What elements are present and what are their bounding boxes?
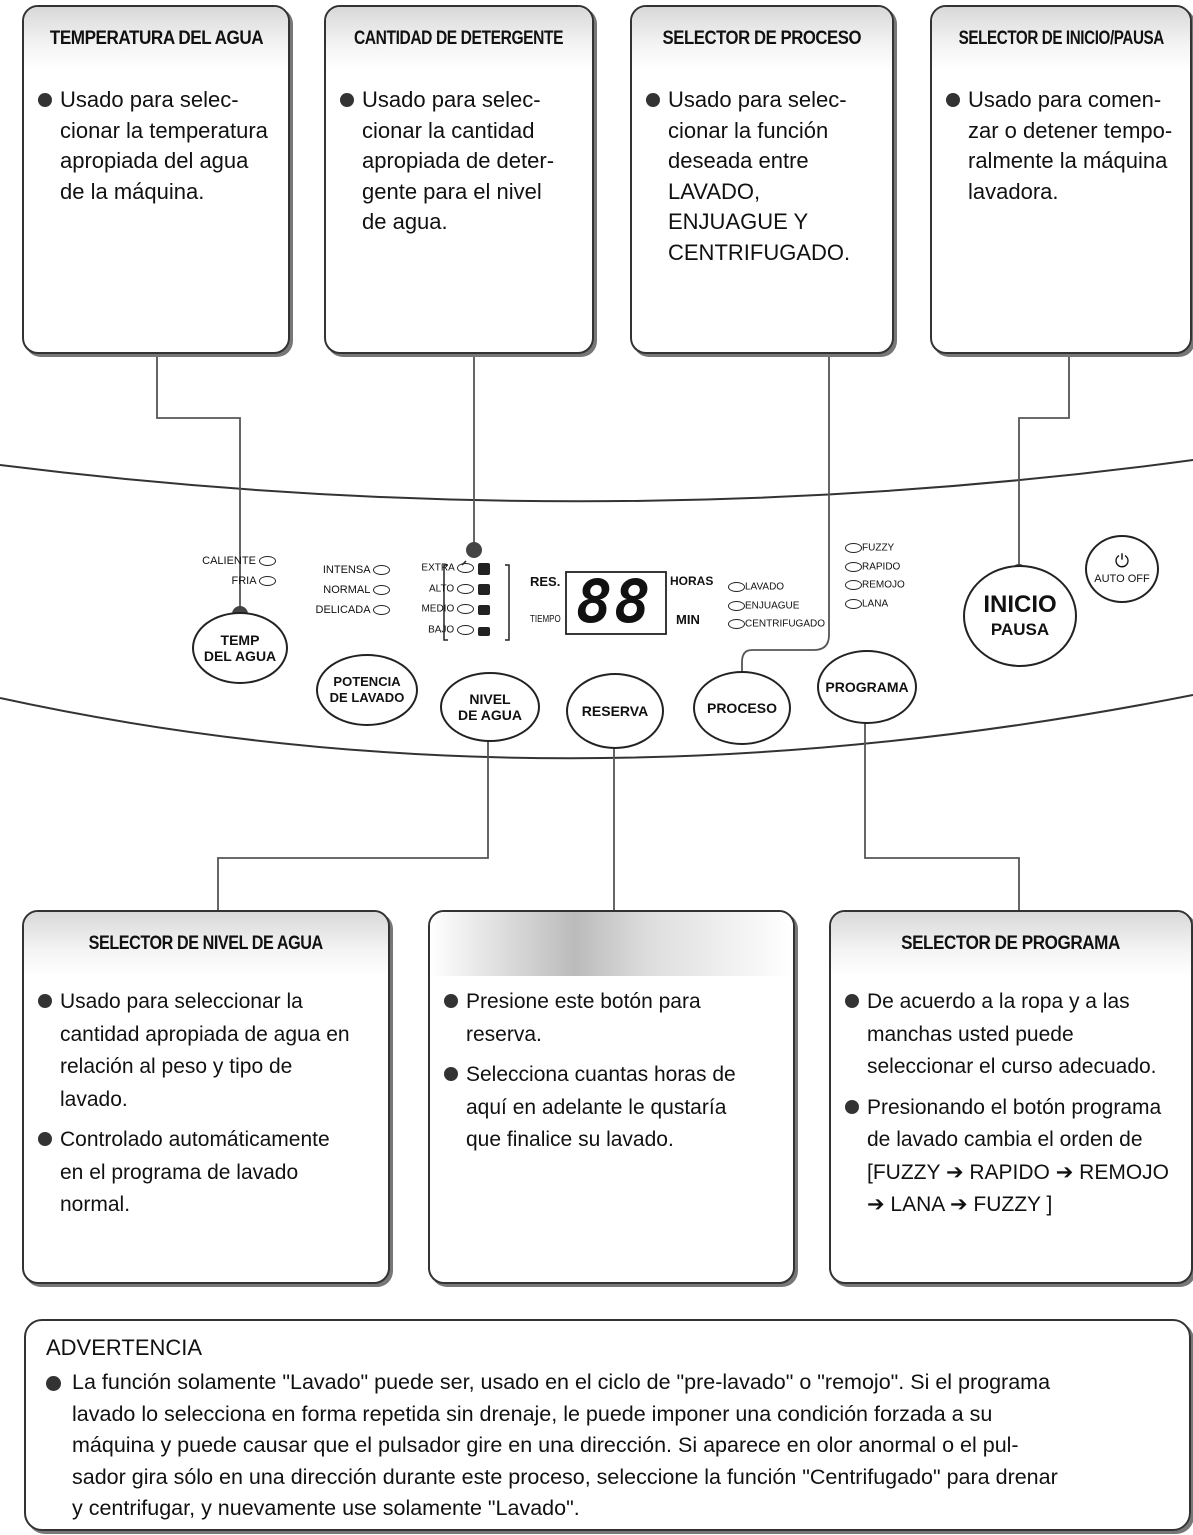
power-icon: ⏻ bbox=[1114, 551, 1130, 571]
bullet-text: Selecciona cuantas horas de aquí en adel… bbox=[442, 1059, 783, 1157]
led-indicator bbox=[728, 600, 745, 611]
led-indicator bbox=[845, 598, 862, 609]
bullet-text: Usado para seleccionar la cantidad aprop… bbox=[36, 986, 378, 1116]
warning-title: ADVERTENCIA bbox=[46, 1335, 203, 1360]
temp-options: CALIENTE FRIA bbox=[190, 556, 276, 587]
proceso-options: LAVADO ENJUAGUE CENTRIFUGADO bbox=[728, 582, 825, 630]
box-title: CANTIDAD DE DETERGENTE bbox=[326, 7, 592, 71]
bullet-text: De acuerdo a la ropa y a las manchas ust… bbox=[843, 986, 1181, 1084]
box-title: SELECTOR DE INICIO/PAUSA bbox=[932, 7, 1190, 71]
bullet-text: Usado para comen- zar o detener tempo- r… bbox=[944, 85, 1180, 207]
box-selector-inicio-pausa: SELECTOR DE INICIO/PAUSA Usado para come… bbox=[930, 5, 1192, 354]
reserva-button[interactable]: RESERVA bbox=[566, 673, 664, 749]
box-cantidad-detergente: CANTIDAD DE DETERGENTE Usado para selec-… bbox=[324, 5, 594, 354]
led-indicator bbox=[845, 580, 862, 591]
horas-label: HORAS bbox=[670, 574, 714, 588]
led-indicator bbox=[373, 605, 390, 616]
potencia-lavado-button[interactable]: POTENCIA DE LAVADO bbox=[316, 654, 418, 726]
led-indicator bbox=[728, 619, 745, 630]
led-indicator bbox=[259, 576, 276, 587]
bullet-text: Presionando el botón programa de lavado … bbox=[843, 1092, 1181, 1222]
box-title: TEMPERATURA DEL AGUA bbox=[24, 7, 288, 71]
led-indicator bbox=[259, 556, 276, 567]
bullet-text: Controlado automáticamente en el program… bbox=[36, 1124, 378, 1222]
programa-button[interactable]: PROGRAMA bbox=[817, 650, 917, 724]
display-88: 88 bbox=[576, 567, 653, 637]
inicio-pausa-button[interactable]: INICIO PAUSA bbox=[963, 565, 1077, 667]
warning-box: ADVERTENCIA La función solamente "Lavado… bbox=[24, 1319, 1191, 1531]
led-indicator bbox=[845, 561, 862, 572]
potencia-options: INTENSA NORMAL DELICADA bbox=[300, 565, 390, 616]
bullet-text: Presione este botón para reserva. bbox=[442, 986, 783, 1051]
min-label: MIN bbox=[676, 612, 700, 627]
programa-options: FUZZY RAPIDO REMOJO LANA bbox=[845, 543, 905, 610]
led-indicator bbox=[457, 604, 474, 615]
box-title bbox=[430, 912, 793, 976]
bullet-text: Usado para selec- cionar la cantidad apr… bbox=[338, 85, 582, 238]
bullet-text: Usado para selec- cionar la función dese… bbox=[644, 85, 882, 268]
led-indicator bbox=[457, 624, 474, 635]
box-title: SELECTOR DE NIVEL DE AGUA bbox=[24, 912, 388, 976]
box-selector-programa: SELECTOR DE PROGRAMA De acuerdo a la rop… bbox=[829, 910, 1193, 1284]
led-indicator bbox=[845, 543, 862, 553]
auto-off-button[interactable]: ⏻ AUTO OFF bbox=[1085, 535, 1159, 603]
box-title: SELECTOR DE PROCESO bbox=[632, 7, 892, 71]
led-indicator bbox=[373, 565, 390, 576]
led-indicator bbox=[728, 582, 745, 592]
led-indicator bbox=[457, 583, 474, 594]
temp-agua-button[interactable]: TEMP DEL AGUA bbox=[192, 612, 288, 684]
proceso-button[interactable]: PROCESO bbox=[693, 671, 791, 745]
box-title: SELECTOR DE PROGRAMA bbox=[831, 912, 1191, 976]
led-indicator bbox=[373, 585, 390, 596]
tiempo-label: TIEMPO bbox=[530, 614, 561, 625]
box-selector-nivel-agua: SELECTOR DE NIVEL DE AGUA Usado para sel… bbox=[22, 910, 390, 1284]
box-temperatura-agua: TEMPERATURA DEL AGUA Usado para selec- c… bbox=[22, 5, 290, 354]
nivel-options: EXTRA ALTO MEDIO BAJO bbox=[400, 563, 474, 636]
box-selector-proceso: SELECTOR DE PROCESO Usado para selec- ci… bbox=[630, 5, 894, 354]
bullet-text: Usado para selec- cionar la temperatura … bbox=[36, 85, 278, 207]
warning-text: La función solamente "Lavado" puede ser,… bbox=[46, 1367, 1193, 1525]
nivel-agua-button[interactable]: NIVEL DE AGUA bbox=[440, 672, 540, 742]
res-label: RES. bbox=[530, 574, 561, 589]
box-reserva: Presione este botón para reserva. Selecc… bbox=[428, 910, 795, 1284]
led-indicator bbox=[457, 563, 474, 573]
